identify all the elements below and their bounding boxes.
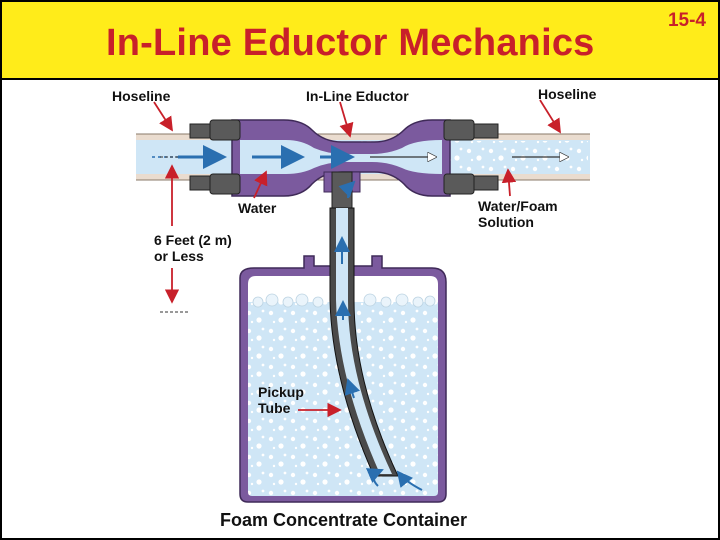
eductor-stem bbox=[323, 171, 361, 213]
label-water-foam-line2: Solution bbox=[478, 214, 534, 230]
label-water-foam-line1: Water/Foam bbox=[478, 198, 558, 214]
label-hoseline-right: Hoseline bbox=[538, 86, 597, 102]
label-water-foam: Water/Foam Solution bbox=[478, 198, 558, 230]
label-water: Water bbox=[238, 200, 277, 216]
label-pickup-line1: Pickup bbox=[258, 384, 304, 400]
label-pickup-tube: Pickup Tube bbox=[258, 384, 304, 416]
slide-title: In-Line Eductor Mechanics bbox=[106, 22, 595, 64]
pointer-arrows bbox=[153, 99, 561, 418]
label-height-line1: 6 Feet (2 m) bbox=[154, 232, 232, 248]
container-caption: Foam Concentrate Container bbox=[220, 510, 468, 530]
pickup-flow-arrows bbox=[334, 180, 423, 491]
coupling-left bbox=[189, 119, 241, 195]
label-eductor: In-Line Eductor bbox=[306, 88, 409, 104]
height-indicator bbox=[160, 156, 188, 313]
label-height-line2: or Less bbox=[154, 248, 204, 264]
coupling-right bbox=[443, 119, 499, 195]
slide-header: In-Line Eductor Mechanics 15-4 bbox=[2, 2, 718, 80]
label-hoseline-left: Hoseline bbox=[112, 88, 171, 104]
label-pickup-line2: Tube bbox=[258, 400, 291, 416]
slide-number: 15-4 bbox=[667, 10, 706, 31]
label-height: 6 Feet (2 m) or Less bbox=[154, 232, 232, 264]
